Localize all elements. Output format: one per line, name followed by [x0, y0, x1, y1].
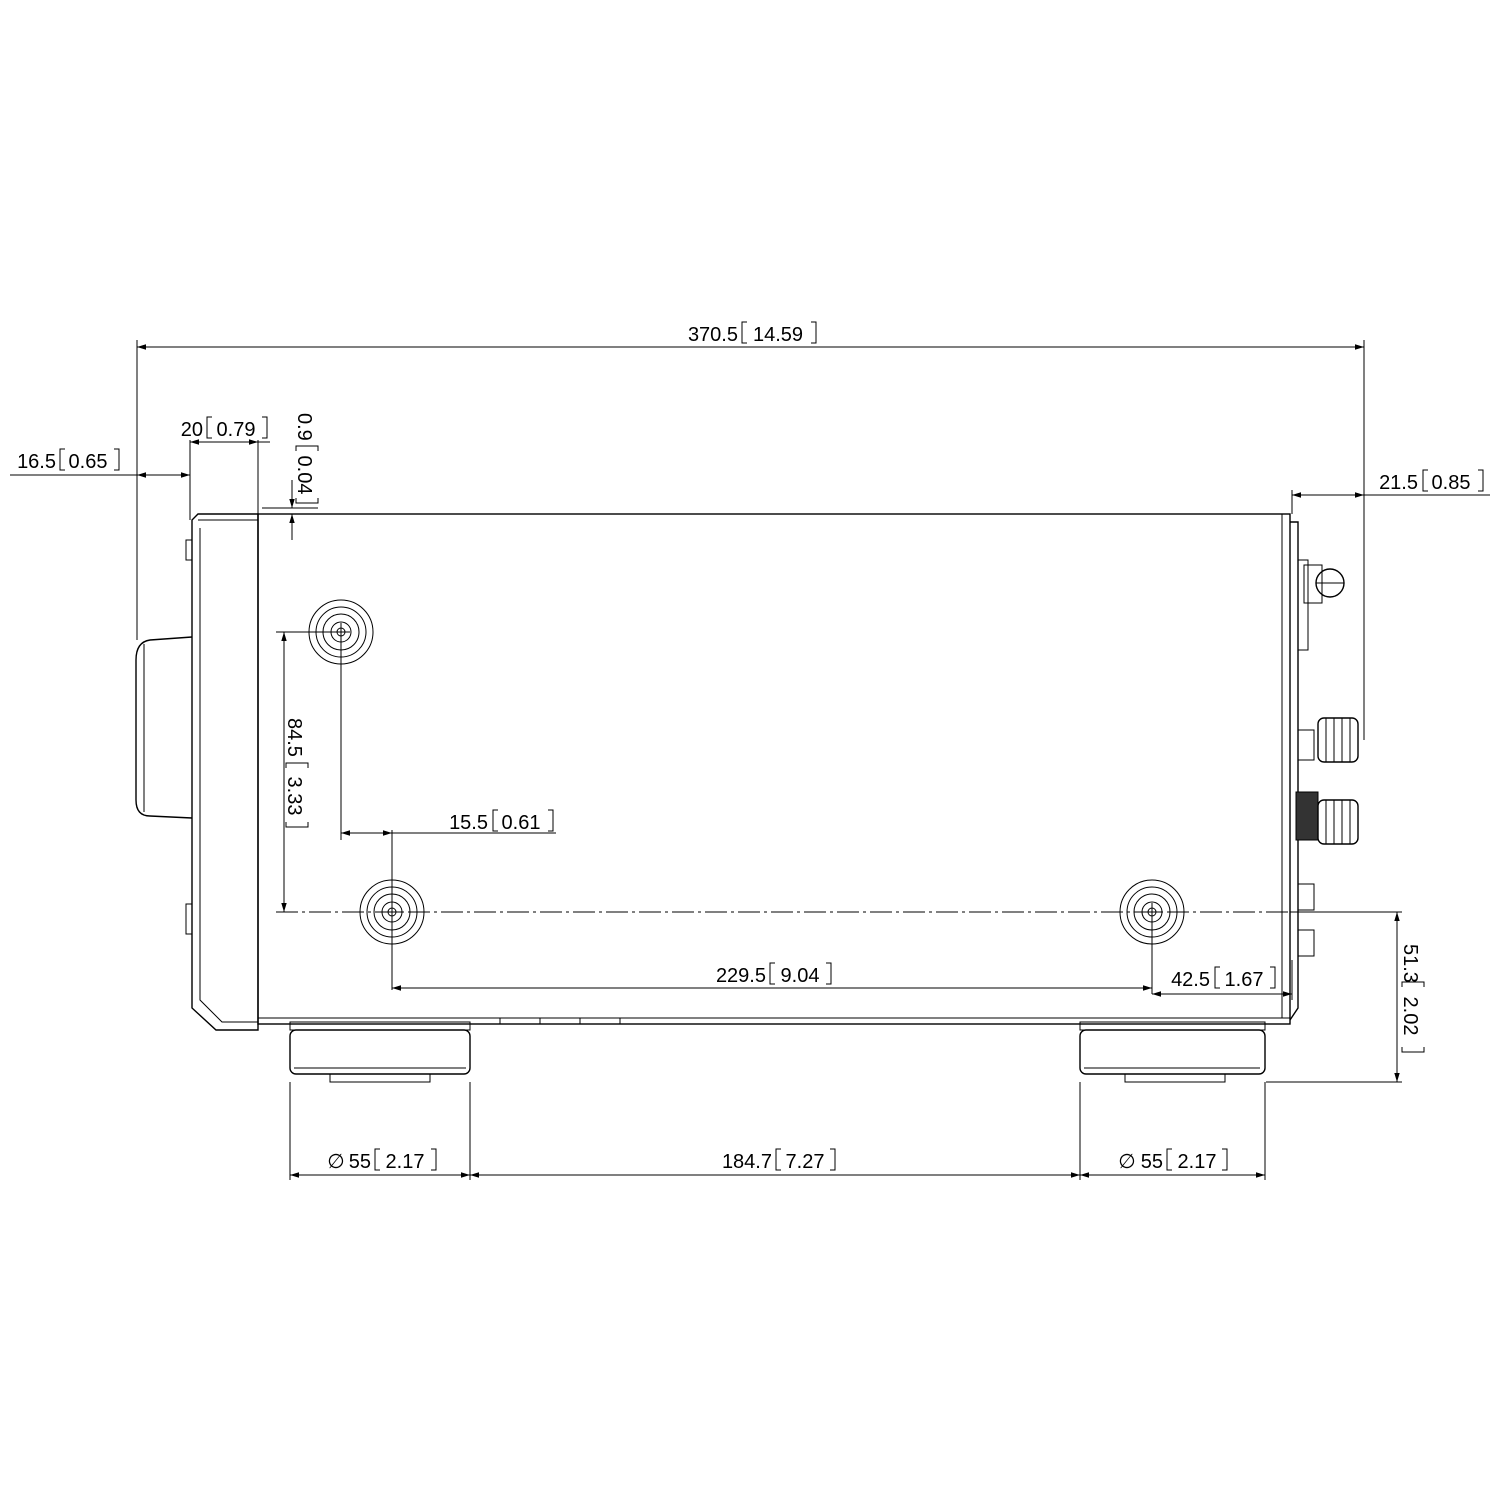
front-offset-mm: 16.5 — [17, 451, 56, 473]
dim-front-offset: 16.5 0.65 — [10, 440, 191, 520]
dim-top-step: 0.9 0.04 — [262, 413, 319, 540]
volume-knob — [135, 636, 193, 819]
top-step-in: 0.04 — [293, 456, 315, 495]
hole-vertical-spacing-in: 3.33 — [283, 777, 305, 816]
hole-horizontal-spacing-mm: 229.5 — [716, 965, 766, 987]
dim-foot-diameter-front: ∅ 55 2.17 — [289, 1082, 471, 1180]
foot-rear — [1079, 1029, 1266, 1083]
device-body — [135, 513, 1359, 1031]
foot-height-mm: 51.3 — [1399, 944, 1421, 983]
foot-diameter-front-mm: 55 — [349, 1151, 371, 1173]
dim-hole-horizontal-offset: 15.5 0.61 — [340, 640, 556, 990]
dim-foot-height: 51.3 2.02 — [1266, 911, 1425, 1083]
dim-hole-vertical-spacing: 84.5 3.33 — [276, 631, 345, 912]
diameter-icon: ∅ — [327, 1151, 344, 1173]
hole-rear-offset-in: 1.67 — [1225, 969, 1264, 991]
foot-front — [289, 1029, 471, 1083]
dim-rear-protrusion: 21.5 0.85 — [1291, 469, 1490, 514]
rear-protrusion-in: 0.85 — [1432, 472, 1471, 494]
hole-rear-offset-mm: 42.5 — [1171, 969, 1210, 991]
front-panel — [191, 513, 259, 1031]
foot-height-in: 2.02 — [1399, 997, 1421, 1036]
hole-horizontal-offset-in: 0.61 — [502, 812, 541, 834]
hole-horizontal-spacing-in: 9.04 — [781, 965, 820, 987]
dim-hole-rear-offset: 42.5 1.67 — [1152, 960, 1293, 1000]
rear-protrusion-mm: 21.5 — [1379, 472, 1418, 494]
dim-foot-diameter-rear: ∅ 55 2.17 — [1079, 1082, 1266, 1180]
foot-spacing-mm: 184.7 — [722, 1151, 772, 1173]
diameter-icon: ∅ — [1118, 1151, 1135, 1173]
overall-width-in: 14.59 — [753, 324, 803, 346]
dim-overall-width: 370.5 14.59 — [136, 321, 1365, 740]
rear-panel — [1289, 521, 1299, 1021]
foot-diameter-front-in: 2.17 — [386, 1151, 425, 1173]
dim-front-panel-depth: 20 0.79 — [181, 416, 270, 514]
hole-vertical-spacing-mm: 84.5 — [283, 718, 305, 757]
foot-spacing-in: 7.27 — [786, 1151, 825, 1173]
overall-width-mm: 370.5 — [688, 324, 738, 346]
dim-hole-horizontal-spacing: 229.5 9.04 — [392, 920, 1153, 994]
front-panel-depth-mm: 20 — [181, 419, 203, 441]
dim-foot-spacing: 184.7 7.27 — [470, 1148, 1080, 1178]
top-step-mm: 0.9 — [293, 413, 315, 441]
front-offset-in: 0.65 — [69, 451, 108, 473]
foot-diameter-rear-in: 2.17 — [1178, 1151, 1217, 1173]
foot-diameter-rear-mm: 55 — [1141, 1151, 1163, 1173]
front-panel-depth-in: 0.79 — [217, 419, 256, 441]
hole-horizontal-offset-mm: 15.5 — [449, 812, 488, 834]
